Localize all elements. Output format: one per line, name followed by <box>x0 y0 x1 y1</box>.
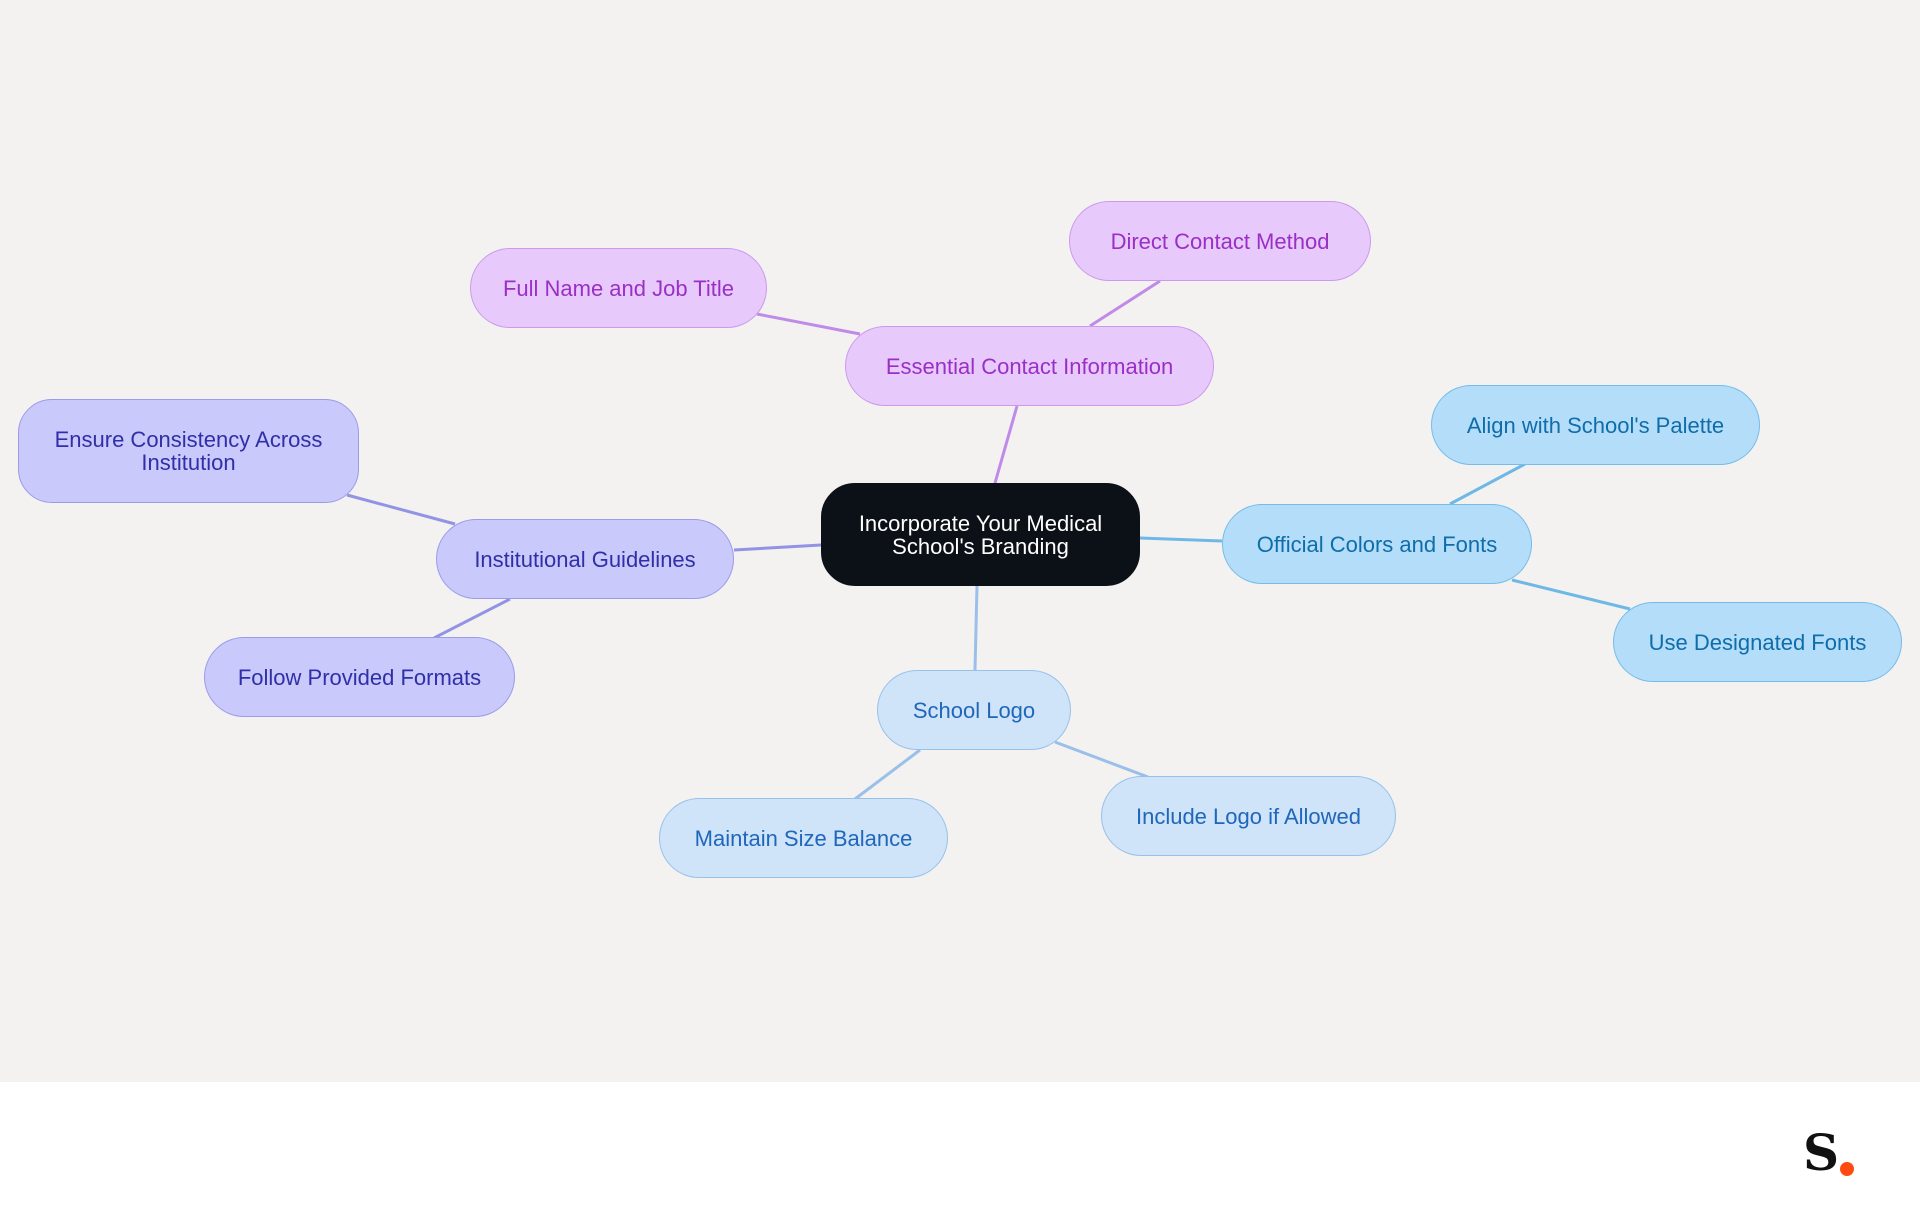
edge-root-logo <box>973 585 979 671</box>
node-label: Official Colors and Fonts <box>1256 531 1498 557</box>
node-institutional-guidelines: Institutional Guidelines <box>436 519 734 599</box>
node-label: Follow Provided Formats <box>237 664 482 690</box>
edge-root-guidelines <box>733 543 822 552</box>
node-use-designated-fonts: Use Designated Fonts <box>1613 602 1902 682</box>
node-school-logo: School Logo <box>877 670 1071 750</box>
mindmap-edges <box>346 279 1631 801</box>
node-direct-contact-method: Direct Contact Method <box>1069 201 1371 281</box>
edge-root-colors <box>1139 536 1223 543</box>
node-follow-provided-formats: Follow Provided Formats <box>204 637 515 717</box>
edge-contact-direct <box>1089 279 1161 328</box>
node-label: Include Logo if Allowed <box>1135 803 1362 829</box>
brand-logo-dot <box>1840 1162 1854 1176</box>
node-label: Institutional Guidelines <box>474 546 696 572</box>
node-label: Full Name and Job Title <box>502 275 735 301</box>
node-label: Ensure Consistency Across Institution <box>54 427 323 475</box>
node-maintain-size-balance: Maintain Size Balance <box>659 798 948 878</box>
node-label: Direct Contact Method <box>1110 228 1330 254</box>
node-official-colors-and-fonts: Official Colors and Fonts <box>1222 504 1532 584</box>
brand-logo: S <box>1803 1128 1863 1178</box>
edge-contact-fullname <box>756 312 861 336</box>
root-node-label: Incorporate Your Medical School's Brandi… <box>858 510 1103 559</box>
mindmap-canvas: Incorporate Your Medical School's Brandi… <box>0 0 1920 1082</box>
edge-logo-size <box>854 748 921 801</box>
node-label: Maintain Size Balance <box>694 825 913 851</box>
edge-colors-palette <box>1449 462 1526 506</box>
node-include-logo: Include Logo if Allowed <box>1101 776 1396 856</box>
node-label: Use Designated Fonts <box>1648 629 1867 655</box>
node-essential-contact-information: Essential Contact Information <box>845 326 1214 406</box>
root-node: Incorporate Your Medical School's Brandi… <box>821 483 1140 586</box>
edge-colors-fonts <box>1511 578 1631 611</box>
edge-guidelines-follow <box>433 597 511 640</box>
edge-root-contact <box>993 405 1019 484</box>
node-full-name-and-job-title: Full Name and Job Title <box>470 248 767 328</box>
node-label: Essential Contact Information <box>885 353 1174 379</box>
brand-logo-letter: S <box>1803 1123 1840 1182</box>
node-label: Align with School's Palette <box>1466 412 1725 438</box>
node-label: School Logo <box>912 697 1036 723</box>
edge-guidelines-ensure <box>346 493 456 526</box>
edge-logo-include <box>1054 740 1149 779</box>
node-align-with-palette: Align with School's Palette <box>1431 385 1760 465</box>
node-ensure-consistency: Ensure Consistency Across Institution <box>18 399 359 503</box>
